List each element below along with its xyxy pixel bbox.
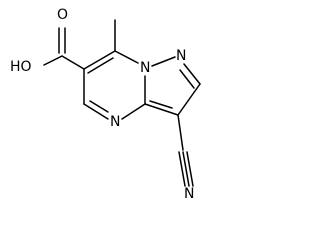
bond-nitrile-triple-3 — [186, 151, 194, 187]
bond-nitrile-triple-2 — [178, 151, 186, 187]
bond-c5-n4-inner — [89, 100, 109, 113]
bond-c3-c3a-inner — [149, 100, 173, 109]
bond-c7-c6 — [83, 50, 116, 70]
carbonyl-oxygen-label: O — [57, 7, 68, 23]
bridgehead-nitrogen-label: N — [140, 60, 150, 76]
molecule-structure: HO O N N N N — [10, 7, 201, 202]
bond-c3-c3a — [144, 103, 179, 116]
bond-nitrile-triple-1 — [182, 151, 190, 187]
bond-n4-c3a — [121, 103, 146, 120]
bond-n7a-c7 — [114, 50, 139, 64]
pyrazole-nitrogen-label: N — [176, 48, 186, 64]
bond-n1-c2 — [183, 63, 201, 85]
bond-c2-c3 — [177, 83, 201, 116]
bond-nitrile-single — [177, 114, 184, 151]
hydroxyl-label: HO — [10, 59, 32, 75]
nitrile-nitrogen-label: N — [184, 186, 194, 202]
bond-c5-n4 — [83, 103, 109, 120]
bond-c-oh — [43, 55, 63, 66]
bond-n1-c2-inner — [179, 69, 195, 89]
bond-ring-c-cooh — [61, 55, 85, 70]
bond-c7-c6-inner — [87, 57, 114, 74]
pyrimidine-nitrogen-label: N — [110, 114, 120, 130]
bond-n7a-n1 — [151, 56, 176, 67]
